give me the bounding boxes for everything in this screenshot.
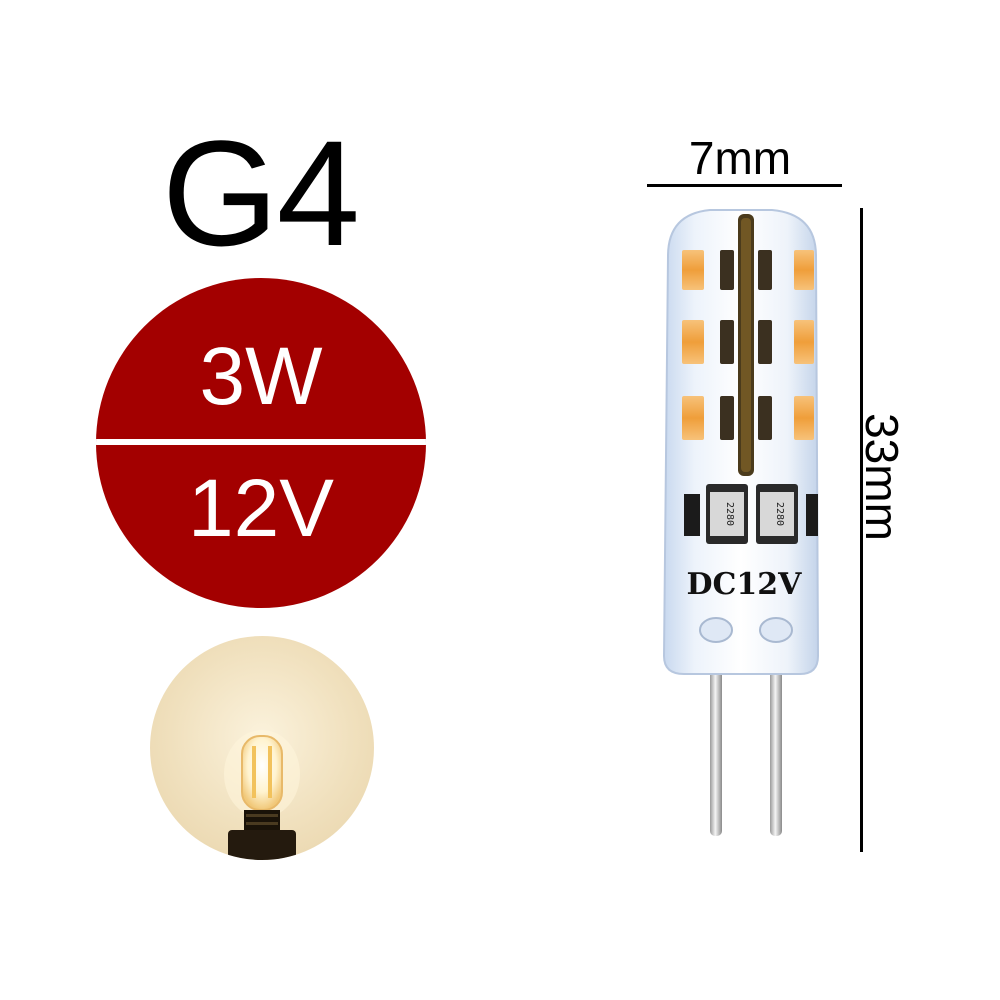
resistor-code-left: 2280 — [724, 502, 735, 526]
spec-divider — [96, 439, 426, 445]
warm-light-bulb-icon — [224, 730, 300, 860]
product-title: G4 — [161, 109, 360, 277]
warm-light-preview — [150, 636, 374, 860]
spec-disc: 3W 12V — [96, 278, 426, 608]
height-dimension-line — [860, 208, 863, 852]
voltage-label: 12V — [188, 463, 334, 554]
height-dimension-label: 33mm — [856, 413, 908, 541]
resistor-code-right: 2280 — [774, 502, 785, 526]
wattage-label: 3W — [199, 331, 323, 422]
bulb-marking: DC12V — [687, 567, 803, 602]
width-dimension-label: 7mm — [688, 132, 792, 184]
g4-led-bulb-icon: 2280 2280 DC12V — [662, 209, 820, 836]
width-dimension-line — [647, 184, 842, 187]
